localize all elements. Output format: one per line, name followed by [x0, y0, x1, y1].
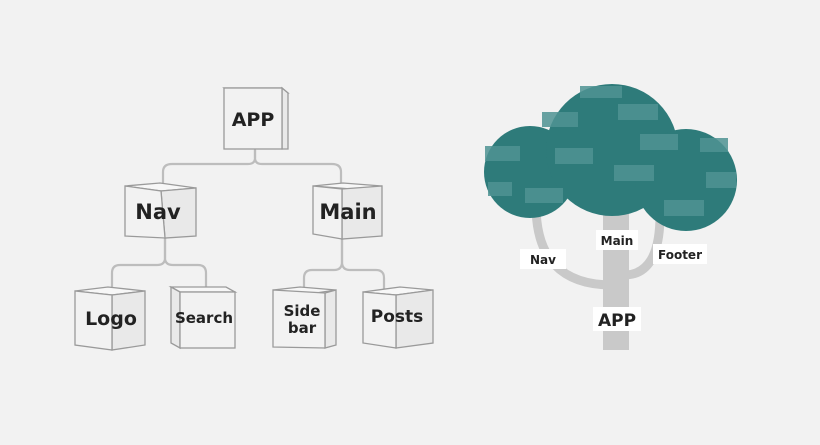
tree-label-app-text: APP [598, 311, 636, 331]
node-app: APP [222, 86, 290, 150]
node-sidebar: Side bar [272, 286, 337, 349]
tree-label-app: APP [593, 307, 641, 331]
node-label-logo: Logo [85, 308, 137, 330]
tree-label-footer: Footer [653, 244, 707, 264]
connector-app-nav [161, 148, 257, 185]
node-posts: Posts [362, 286, 434, 349]
node-label-search: Search [175, 309, 233, 327]
component-hierarchy: APP Nav Main Logo Search [74, 86, 434, 351]
connector-main-posts [340, 236, 386, 292]
node-label-sidebar-line2: bar [288, 319, 317, 337]
tree-label-nav: Nav [520, 249, 566, 269]
tree-label-footer-text: Footer [658, 248, 702, 262]
node-label-nav: Nav [135, 200, 181, 224]
node-logo: Logo [74, 286, 146, 351]
tree-label-main-text: Main [601, 234, 634, 248]
tree-illustration: Nav Main Footer APP [484, 84, 737, 350]
node-main: Main [312, 182, 383, 240]
tree-canopy [484, 84, 737, 231]
node-label-posts: Posts [371, 307, 424, 327]
tree-label-nav-text: Nav [530, 253, 556, 267]
connector-app-main [253, 148, 343, 185]
connector-main-sidebar [302, 236, 344, 292]
connector-nav-logo [110, 236, 167, 294]
node-nav: Nav [124, 182, 197, 239]
node-label-sidebar-line1: Side [284, 302, 321, 320]
tree-branch-right [619, 210, 665, 280]
node-search: Search [168, 285, 238, 350]
connector-nav-search [163, 236, 208, 292]
node-label-app: APP [232, 109, 275, 131]
tree-label-main: Main [596, 230, 638, 250]
node-label-main: Main [319, 200, 376, 224]
